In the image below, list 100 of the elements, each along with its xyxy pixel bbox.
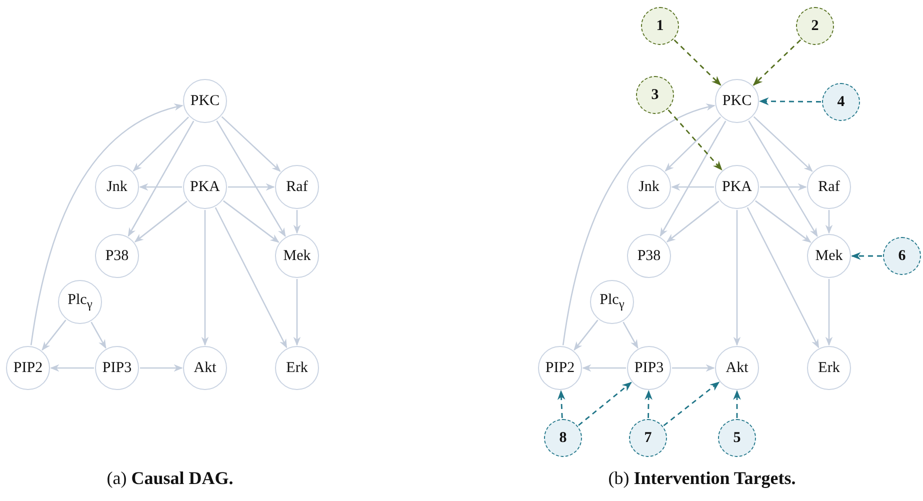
variable-circle: [538, 346, 582, 390]
variable-circle: [627, 346, 671, 390]
variable-circle: [183, 346, 227, 390]
intervention-number: 2: [811, 18, 819, 34]
arrow: [825, 210, 833, 234]
variable-label: Jnk: [106, 178, 128, 196]
intervention-circle: [718, 419, 756, 457]
panel-caption: (b) Intervention Targets.: [608, 468, 796, 489]
arrow: [825, 279, 833, 346]
variable-label: PKA: [722, 178, 752, 196]
variable-circle: [807, 346, 851, 390]
variable-label: PIP3: [102, 360, 132, 376]
variable-label: Raf: [818, 178, 840, 196]
intervention-circle: [796, 7, 834, 45]
arrow: [214, 207, 288, 348]
arrow: [666, 200, 720, 242]
intervention-circle: [629, 419, 667, 457]
arrow: [201, 210, 209, 346]
variable-label: Plc$_{γ}$: [600, 292, 624, 312]
arrow: [753, 116, 813, 172]
variable-label: Akt: [726, 360, 748, 376]
variable-circle: [807, 165, 851, 209]
variable-circle: [95, 234, 139, 278]
panel-caption: (a) Causal DAG.: [106, 468, 234, 489]
arrow: [668, 109, 722, 171]
arrow: [216, 120, 286, 237]
arrow: [674, 39, 722, 86]
arrow: [90, 322, 106, 349]
variable-circle: [95, 165, 139, 209]
arrow: [663, 382, 720, 426]
intervention-circle: [544, 419, 582, 457]
arrow: [223, 200, 280, 243]
arrow: [752, 39, 802, 86]
intervention-number: 4: [837, 94, 845, 110]
variable-circle: [807, 234, 851, 278]
arrow: [746, 207, 820, 348]
arrow: [139, 183, 182, 191]
arrow: [221, 116, 281, 172]
intervention-circle: [822, 83, 860, 121]
variable-label: Mek: [283, 248, 311, 264]
variable-circle: [627, 234, 671, 278]
arrow: [671, 183, 714, 191]
variable-label: PIP3: [634, 360, 664, 376]
arrow: [562, 104, 716, 346]
arrow: [293, 279, 301, 346]
variable-label: Jnk: [638, 178, 660, 196]
arrow: [50, 364, 94, 372]
variable-circle: [590, 280, 634, 324]
arrow: [134, 200, 188, 242]
variable-label: P38: [637, 248, 661, 264]
arrow: [578, 382, 632, 426]
variable-circle: [275, 234, 319, 278]
arrow: [557, 390, 566, 418]
variable-circle: [275, 346, 319, 390]
arrow: [748, 120, 818, 237]
arrow: [851, 252, 882, 260]
variable-circle: [6, 346, 50, 390]
arrow: [672, 364, 715, 372]
arrow: [733, 390, 741, 418]
intervention-number: 8: [559, 430, 567, 446]
intervention-number: 5: [733, 430, 741, 446]
variable-label: P38: [105, 248, 129, 264]
arrow: [622, 322, 638, 349]
intervention-number: 1: [656, 18, 664, 34]
arrow: [733, 210, 741, 346]
arrow: [293, 210, 301, 234]
intervention-number: 6: [898, 248, 906, 264]
variable-circle: [183, 165, 227, 209]
variable-label: Mek: [815, 248, 843, 264]
intervention-number: 3: [651, 86, 659, 104]
arrow: [759, 97, 821, 106]
intervention-circle: [883, 237, 921, 275]
variable-label: PIP2: [545, 360, 575, 376]
variable-label: PKA: [190, 178, 220, 196]
arrow: [755, 200, 812, 243]
variable-circle: [95, 346, 139, 390]
variable-label: Erk: [286, 360, 308, 376]
variable-circle: [275, 165, 319, 209]
arrow: [42, 320, 66, 351]
variable-circle: [715, 79, 759, 123]
variable-label: Raf: [286, 178, 308, 196]
variable-label: Erk: [818, 360, 840, 376]
variable-circle: [715, 165, 759, 209]
arrow: [660, 120, 726, 237]
variable-label: PKC: [722, 92, 752, 110]
variable-circle: [183, 79, 227, 123]
intervention-circle: [641, 7, 679, 45]
arrow: [664, 116, 721, 172]
variable-label: PKC: [190, 92, 220, 110]
variable-label: PIP2: [13, 360, 43, 376]
arrow: [644, 390, 652, 418]
variable-label: Akt: [194, 360, 216, 376]
arrow: [574, 320, 598, 351]
variable-circle: [715, 346, 759, 390]
arrow: [132, 116, 189, 172]
arrow: [760, 183, 807, 191]
variable-circle: [58, 280, 102, 324]
arrow: [128, 120, 194, 237]
arrow: [582, 364, 626, 372]
arrow: [228, 183, 275, 191]
